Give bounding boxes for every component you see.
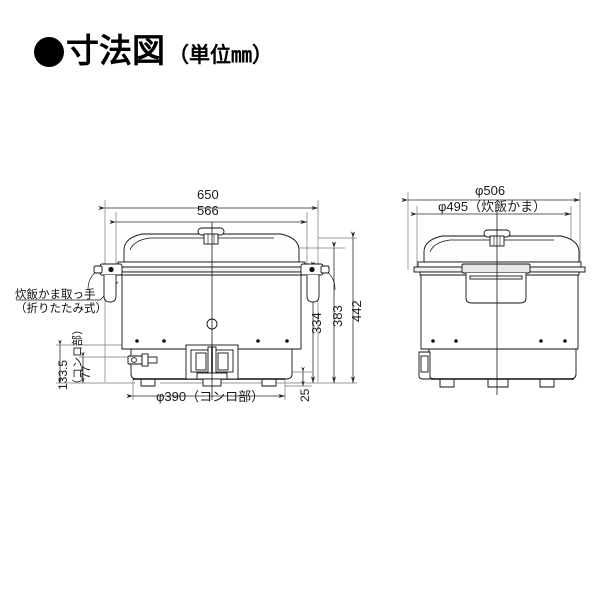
label-leg-height: 77 [79, 365, 93, 379]
page-title: 寸法図 （単位㎜） [34, 32, 273, 67]
front-view [16, 200, 357, 400]
left-folding-handle [87, 263, 123, 303]
label-burner-diameter: φ390（コンロ部） [156, 389, 265, 404]
label-overall-width: 650 [197, 187, 219, 202]
label-height-334: 334 [309, 312, 324, 334]
label-base-offset: 25 [298, 388, 312, 402]
handle-annotation-line2: （折りたたみ式） [15, 303, 107, 316]
filled-circle-bullet-icon [34, 37, 64, 67]
title-text: 寸法図 [66, 32, 165, 69]
side-gas-pipe [418, 351, 431, 380]
handle-annotation: 炊飯かま取っ手 （折りたたみ式） [15, 288, 107, 316]
label-height-383: 383 [330, 305, 345, 327]
label-burner-height: 133.5 [56, 359, 70, 390]
side-view [401, 192, 586, 395]
body-screw-dots [135, 339, 289, 343]
title-unit-text: （単位㎜） [168, 44, 273, 67]
right-folding-handle [300, 263, 336, 303]
side-folded-handle [461, 263, 531, 304]
gas-inlet-fitting [127, 353, 158, 367]
label-burner-height-note: （コンロ部） [72, 324, 84, 390]
label-outer-diameter: φ506 [475, 183, 506, 198]
label-body-width: 566 [197, 203, 219, 218]
label-pot-diameter: φ495（炊飯かま） [438, 199, 547, 214]
label-height-442: 442 [349, 300, 364, 322]
side-screw-dots [431, 339, 567, 343]
side-machine-outline [413, 229, 586, 388]
handle-annotation-line1: 炊飯かま取っ手 [15, 289, 96, 301]
